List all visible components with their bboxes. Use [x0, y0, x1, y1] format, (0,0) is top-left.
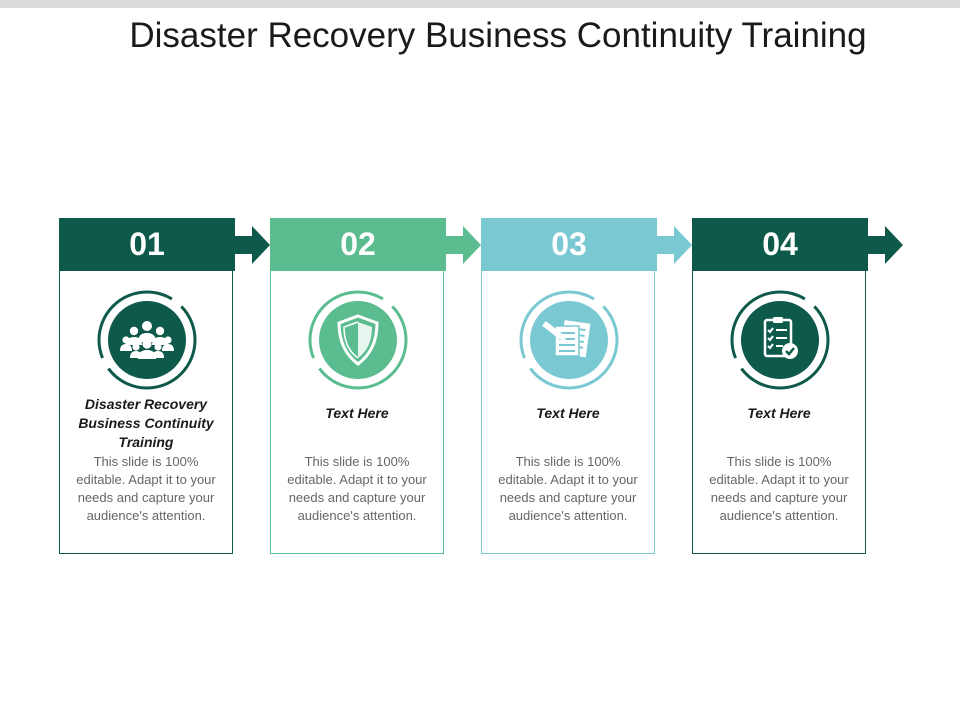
- card-body-4: This slide is 100% editable. Adapt it to…: [709, 454, 849, 523]
- document-pen-icon: [517, 288, 621, 392]
- arrow-icon-3: [656, 226, 692, 264]
- card-heading-3: Text Here: [536, 405, 600, 421]
- step-number-2: 02: [270, 218, 446, 271]
- step-card-4: 04 Text Here This slide is 100% editable…: [692, 218, 868, 554]
- step-number-1: 01: [59, 218, 235, 271]
- step-number-4: 04: [692, 218, 868, 271]
- step-card-2: 02 Text Here This slide is 100% editable…: [270, 218, 446, 554]
- step-number-3: 03: [481, 218, 657, 271]
- clipboard-check-icon: [728, 288, 832, 392]
- card-body-1: This slide is 100% editable. Adapt it to…: [76, 454, 216, 523]
- arrow-icon-1: [234, 226, 270, 264]
- arrow-icon-4: [867, 226, 903, 264]
- top-strip: [0, 0, 960, 8]
- shield-icon: [306, 288, 410, 392]
- card-body-2: This slide is 100% editable. Adapt it to…: [287, 454, 427, 523]
- step-card-1: 01 Disaste: [59, 218, 235, 554]
- step-card-3: 03: [481, 218, 657, 554]
- card-heading-4: Text Here: [747, 405, 811, 421]
- card-heading-1: Disaster Recovery Business Continuity Tr…: [78, 396, 214, 450]
- arrow-icon-2: [445, 226, 481, 264]
- card-body-3: This slide is 100% editable. Adapt it to…: [498, 454, 638, 523]
- slide-title: Disaster Recovery Business Continuity Tr…: [129, 16, 867, 55]
- people-group-icon: [95, 288, 199, 392]
- card-heading-2: Text Here: [325, 405, 389, 421]
